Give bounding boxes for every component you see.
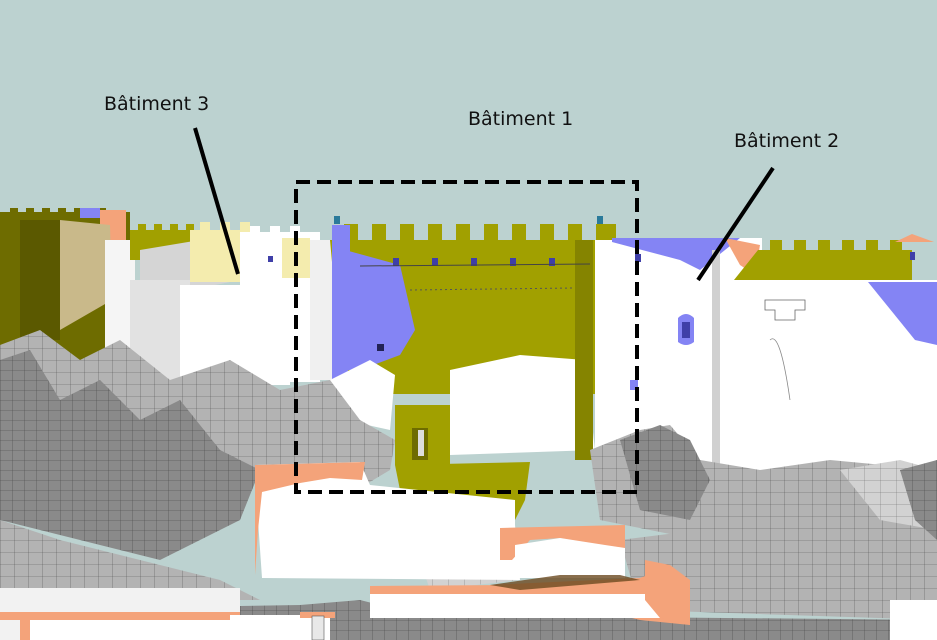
label-building-2: Bâtiment 2 bbox=[734, 130, 839, 152]
label-building-1: Bâtiment 1 bbox=[468, 108, 573, 130]
label-building-3: Bâtiment 3 bbox=[104, 93, 209, 115]
leader-line-building-2 bbox=[696, 166, 775, 282]
building-3-walls bbox=[0, 208, 332, 385]
leader-line-building-3 bbox=[193, 127, 240, 275]
highlight-box-building-1 bbox=[294, 180, 639, 494]
